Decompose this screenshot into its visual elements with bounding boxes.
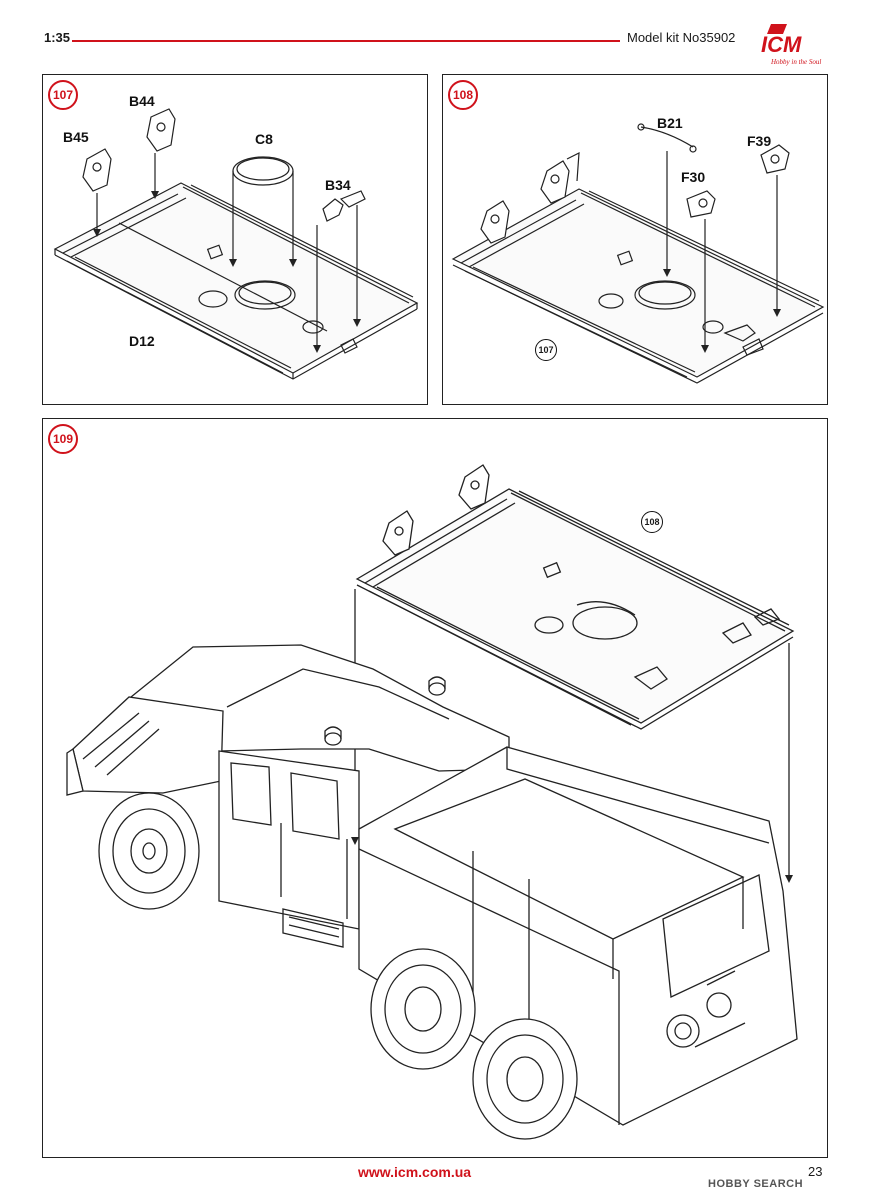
- kit-number: Model kit No35902: [627, 30, 736, 45]
- scale-label: 1:35: [44, 30, 71, 45]
- part-label-f39: F39: [747, 133, 772, 149]
- step-107-drawing: [53, 108, 419, 380]
- watermark: HOBBY SEARCH: [708, 1178, 804, 1190]
- part-label-b44: B44: [129, 93, 155, 109]
- page-header: 1:35 Model kit No35902 ICM Hobby in the …: [0, 0, 869, 72]
- step-number-108: 108: [448, 80, 478, 110]
- part-label-d12: D12: [129, 333, 155, 349]
- step-108-panel: 108: [442, 74, 828, 405]
- step-107-panel: 107: [42, 74, 428, 405]
- header-rule: [72, 40, 620, 42]
- step-109-drawing: [66, 464, 798, 1140]
- step-109-panel: 109: [42, 418, 828, 1158]
- svg-text:ICM: ICM: [761, 32, 802, 57]
- part-label-f30: F30: [681, 169, 706, 185]
- step-reference-108: 108: [641, 511, 663, 533]
- step-number-107: 107: [48, 80, 78, 110]
- website-link[interactable]: www.icm.com.ua: [358, 1164, 472, 1180]
- step-108-drawing: [451, 123, 825, 384]
- icm-logo: ICM Hobby in the Soul: [761, 24, 821, 66]
- step-reference-107: 107: [535, 339, 557, 361]
- part-label-b34: B34: [325, 177, 351, 193]
- svg-text:Hobby in the Soul: Hobby in the Soul: [770, 58, 821, 66]
- page-number: 23: [808, 1164, 823, 1179]
- part-label-b45: B45: [63, 129, 89, 145]
- step-number-109: 109: [48, 424, 78, 454]
- part-label-b21: B21: [657, 115, 683, 131]
- part-label-c8: C8: [255, 131, 273, 147]
